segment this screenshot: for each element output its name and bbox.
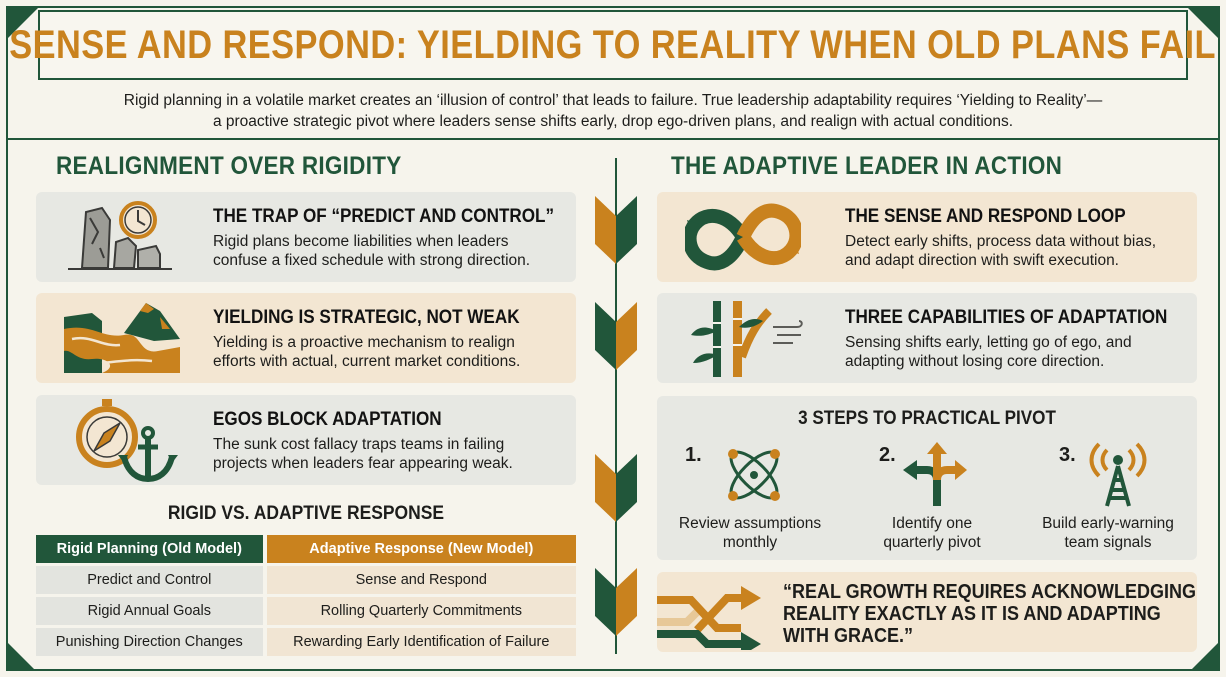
card-text: projects when leaders fear appearing wea… [213, 455, 513, 472]
corner-decoration [6, 6, 40, 40]
card-text: efforts with actual, current market cond… [213, 353, 521, 370]
atom-icon [728, 449, 780, 501]
table-cell: Predict and Control [36, 566, 267, 594]
column-divider [615, 158, 617, 654]
step-label-line: team signals [1064, 534, 1152, 551]
split-arrow-icon [903, 442, 967, 506]
compass-anchor-icon [76, 399, 178, 483]
table-row: Punishing Direction Changes Rewarding Ea… [36, 628, 576, 656]
chevron-decoration [595, 454, 637, 522]
comparison-table: Rigid Planning (Old Model) Adaptive Resp… [36, 532, 576, 659]
chevron-decoration [595, 196, 637, 264]
crumbling-pillar-clock-icon [68, 201, 172, 270]
quote-box: “REAL GROWTH REQUIRES ACKNOWLEDGING REAL… [657, 572, 1197, 652]
right-heading: THE ADAPTIVE LEADER IN ACTION [671, 152, 1063, 180]
page-frame [6, 6, 1220, 671]
step-label: Identify one quarterly pivot [847, 514, 1017, 552]
card-yielding: YIELDING IS STRATEGIC, NOT WEAK Yielding… [36, 293, 576, 383]
table-title: RIGID VS. ADAPTIVE RESPONSE [167, 503, 445, 524]
card-text: The sunk cost fallacy traps teams in fai… [213, 436, 505, 453]
card-text: adapting without losing core direction. [845, 353, 1105, 370]
corner-decoration [6, 641, 36, 671]
card-text: Detect early shifts, process data withou… [845, 233, 1157, 250]
card-text: Yielding is a proactive mechanism to rea… [213, 334, 515, 351]
signal-tower-icon [1089, 442, 1147, 507]
table-row: Predict and Control Sense and Respond [36, 566, 576, 594]
card-title: THE SENSE AND RESPOND LOOP [845, 206, 1126, 227]
table-row: Rigid Annual Goals Rolling Quarterly Com… [36, 597, 576, 625]
table-cell: Rigid Annual Goals [36, 597, 267, 625]
step-number: 2. [879, 444, 896, 466]
step-label-line: Identify one [891, 515, 973, 532]
bamboo-wind-icon [691, 301, 803, 377]
chevron-decoration [595, 302, 637, 370]
card-title: THREE CAPABILITIES OF ADAPTATION [845, 307, 1168, 328]
step-label-line: Build early-warning [1042, 515, 1174, 532]
card-title: YIELDING IS STRATEGIC, NOT WEAK [213, 307, 520, 328]
step-number: 3. [1059, 444, 1076, 466]
card-text: Sensing shifts early, letting go of ego,… [845, 334, 1132, 351]
step-label: Build early-warning team signals [1023, 514, 1193, 552]
card-text: Rigid plans become liabilities when lead… [213, 233, 509, 250]
table-cell: Punishing Direction Changes [36, 628, 267, 656]
quote-text: “REAL GROWTH REQUIRES ACKNOWLEDGING REAL… [783, 581, 1197, 647]
column-header: Adaptive Response (New Model) [266, 535, 576, 563]
column-header: Rigid Planning (Old Model) [36, 535, 267, 563]
title-banner: SENSE AND RESPOND: YIELDING TO REALITY W… [10, 10, 1216, 80]
step-label-line: quarterly pivot [883, 534, 981, 551]
card-text: and adapt direction with swift execution… [845, 252, 1119, 269]
quote-line: “REAL GROWTH REQUIRES ACKNOWLEDGING [783, 581, 1197, 603]
intro-text: Rigid planning in a volatile market crea… [8, 84, 1218, 140]
quote-line: REALITY EXACTLY AS IT IS AND ADAPTING [783, 603, 1161, 625]
step-label-line: monthly [722, 534, 778, 551]
card-sense-respond: THE SENSE AND RESPOND LOOP Detect early … [657, 192, 1197, 282]
table-cell: Rolling Quarterly Commitments [266, 597, 576, 625]
corner-decoration [1186, 6, 1220, 40]
table-cell: Sense and Respond [266, 566, 576, 594]
page-title: SENSE AND RESPOND: YIELDING TO REALITY W… [9, 22, 1217, 67]
steps-title: 3 STEPS TO PRACTICAL PIVOT [798, 408, 1056, 429]
chevron-decoration [595, 568, 637, 636]
card-title: THE TRAP OF “PREDICT AND CONTROL” [213, 206, 555, 227]
step-number: 1. [685, 444, 702, 466]
left-heading: REALIGNMENT OVER RIGIDITY [56, 152, 402, 180]
intro-line: a proactive strategic pivot where leader… [212, 113, 1014, 130]
intro-line: Rigid planning in a volatile market crea… [123, 92, 1103, 109]
river-mountain-icon [64, 303, 180, 373]
table-cell: Rewarding Early Identification of Failur… [266, 628, 576, 656]
step-label-line: Review assumptions [678, 515, 822, 532]
step-label: Review assumptions monthly [665, 514, 835, 552]
infinity-loop-icon [685, 203, 801, 271]
table-header-row: Rigid Planning (Old Model) Adaptive Resp… [36, 535, 576, 563]
card-three-capabilities: THREE CAPABILITIES OF ADAPTATION Sensing… [657, 293, 1197, 383]
card-title: EGOS BLOCK ADAPTATION [213, 409, 442, 430]
quote-line: WITH GRACE.” [783, 625, 913, 647]
card-text: confuse a fixed schedule with strong dir… [213, 252, 531, 269]
card-egos: EGOS BLOCK ADAPTATION The sunk cost fall… [36, 395, 576, 485]
pivot-steps-panel: 3 STEPS TO PRACTICAL PIVOT 1. Review ass… [657, 396, 1197, 560]
card-predict-control: THE TRAP OF “PREDICT AND CONTROL” Rigid … [36, 192, 576, 282]
pivot-arrows-icon [657, 586, 761, 650]
